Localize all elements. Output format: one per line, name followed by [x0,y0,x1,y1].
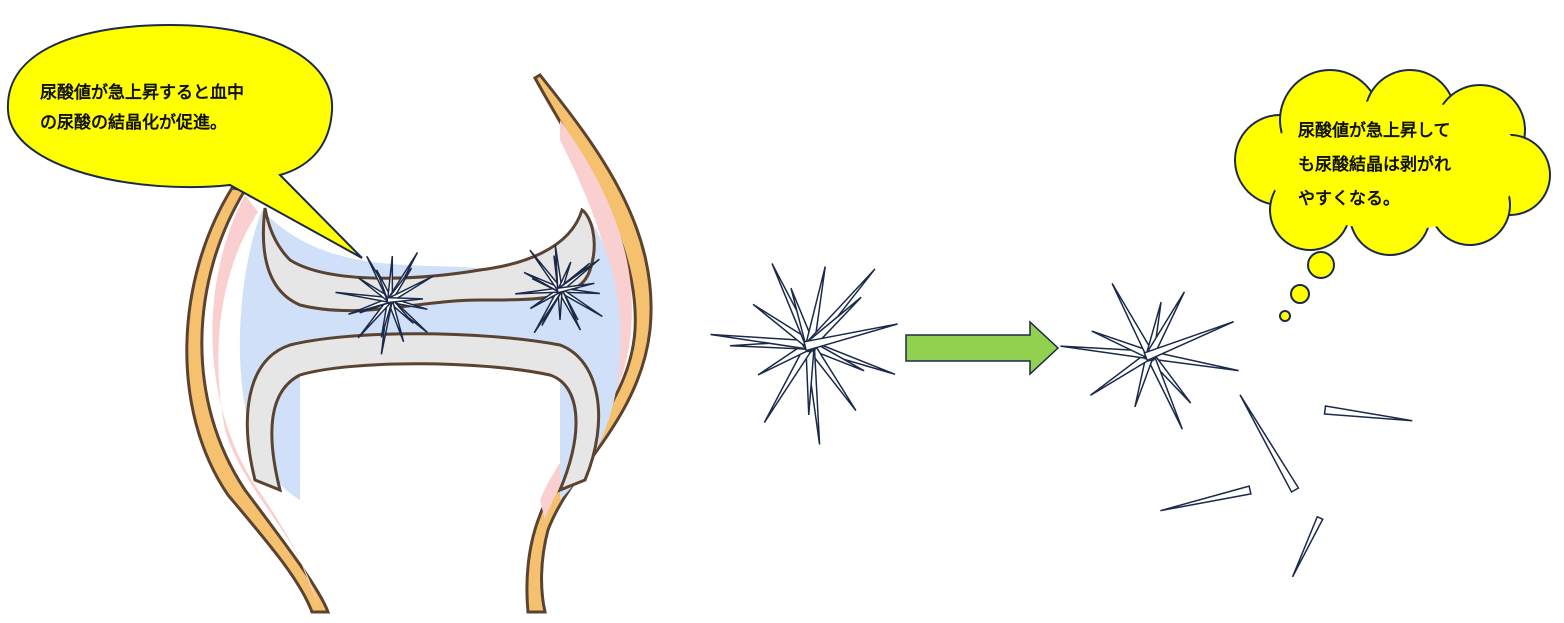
thought-line-2: も尿酸結晶は剥がれ [1298,155,1451,175]
crystal-spike [803,323,898,352]
crystal-spike [1239,394,1300,494]
crystal-spike [1160,485,1252,512]
crystal-spike [1143,320,1234,362]
joint-illustration [185,73,653,614]
right-bone-outer [525,73,653,614]
thought-dot-medium [1290,284,1310,304]
crystal-spike [1291,515,1324,578]
upper-cartilage [261,207,596,313]
thought-text: 尿酸値が急上昇しても尿酸結晶は剥がれやすくなる。 [1298,114,1451,216]
thought-line-1: 尿酸値が急上昇して [1298,121,1451,141]
left-bone-outer [185,186,331,614]
crystal-spike [556,282,595,294]
right-bone-inner [540,120,632,520]
speech-bubble [6,23,363,259]
thought-dot-small [1279,310,1291,322]
thought-dot-large [1307,251,1335,279]
thought-line-3: やすくなる。 [1298,189,1400,209]
crystal-spike [1323,405,1413,422]
lower-cartilage [245,332,601,493]
right-arrow [905,320,1060,376]
speech-line-2: の尿酸の結晶化が促進。 [40,113,227,133]
crystal-spike [386,296,424,304]
speech-line-1: 尿酸値が急上昇すると血中 [40,83,244,103]
speech-text: 尿酸値が急上昇すると血中の尿酸の結晶化が促進。 [40,78,244,138]
thought-cloud [1234,69,1551,256]
